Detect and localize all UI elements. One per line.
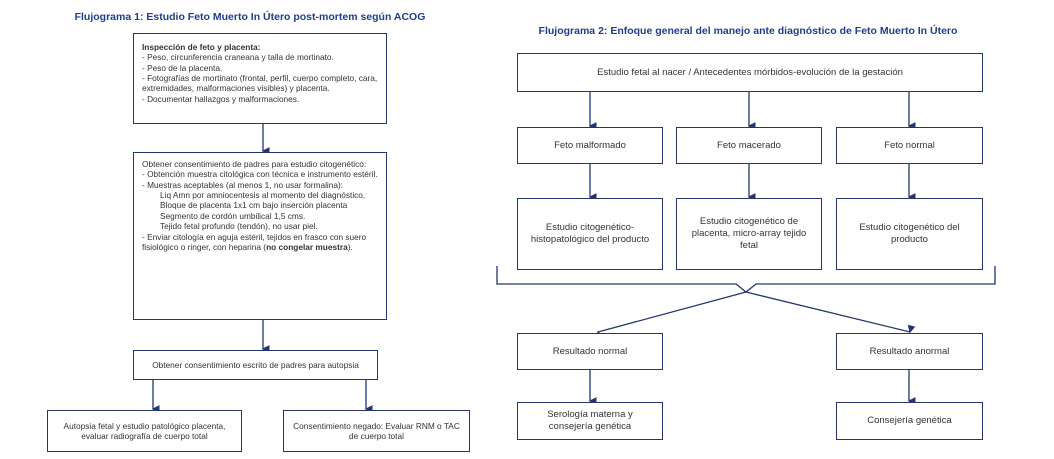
normal-result-box: Resultado normal xyxy=(517,333,663,370)
flowchart1-title: Flujograma 1: Estudio Feto Muerto In Úte… xyxy=(74,11,426,23)
shipping-end: ). xyxy=(347,241,353,252)
macerated-fetus-box: Feto macerado xyxy=(676,127,822,164)
inspection-box: Inspección de feto y placenta: - Peso, c… xyxy=(133,33,387,124)
inspection-line: - Documentar hallazgos y malformaciones. xyxy=(142,93,300,104)
abnormal-result-box: Resultado anormal xyxy=(836,333,983,370)
normal-fetus-box: Feto normal xyxy=(836,127,983,164)
autopsy-consent-box: Obtener consentimiento escrito de padres… xyxy=(133,350,378,380)
autopsy-box: Autopsia fetal y estudio patológico plac… xyxy=(47,410,242,452)
inspection-line: - Peso, circunferencia craneana y talla … xyxy=(142,52,334,63)
consent-denied-box: Consentimiento negado: Evaluar RNM o TAC… xyxy=(283,410,470,452)
flowchart2-title: Flujograma 2: Enfoque general del manejo… xyxy=(538,25,958,37)
shipping-warning: no congelar muestra xyxy=(266,241,348,252)
fetal-study-box: Estudio fetal al nacer / Antecedentes mó… xyxy=(517,53,983,92)
inspection-line: - Fotografías de mortinato (frontal, per… xyxy=(142,73,378,94)
sample-item: Bloque de placenta 1x1 cm bajo inserción… xyxy=(160,200,348,211)
inspection-line: - Peso de la placenta. xyxy=(142,62,223,73)
study-normal-box: Estudio citogenético del producto xyxy=(836,198,983,270)
study-macerated-box: Estudio citogenético de placenta, micro-… xyxy=(676,198,822,270)
sample-item: Liq Amn por amniocentesis al momento del… xyxy=(160,190,366,201)
serology-counseling-box: Serología materna y consejería genética xyxy=(517,402,663,440)
shipping-text: - Enviar citología en aguja estéril, tej… xyxy=(142,231,367,252)
malformed-fetus-box: Feto malformado xyxy=(517,127,663,164)
consent-line: Obtener consentimiento de padres para es… xyxy=(142,159,367,169)
genetic-counseling-box: Consejería genética xyxy=(836,402,983,440)
consent-line: - Obtención muestra citológica con técni… xyxy=(142,169,378,180)
inspection-heading: Inspección de feto y placenta: xyxy=(142,42,261,52)
study-malformed-box: Estudio citogenético-histopatológico del… xyxy=(517,198,663,270)
sample-item: Segmento de cordón umbilical 1,5 cms. xyxy=(160,210,306,221)
shipping-instructions: - Enviar citología en aguja estéril, tej… xyxy=(142,232,378,253)
cytogenetic-consent-box: Obtener consentimiento de padres para es… xyxy=(133,152,387,320)
consent-line: - Muestras aceptables (al menos 1, no us… xyxy=(142,179,344,190)
sample-item: Tejido fetal profundo (tendón), no usar … xyxy=(160,221,318,232)
